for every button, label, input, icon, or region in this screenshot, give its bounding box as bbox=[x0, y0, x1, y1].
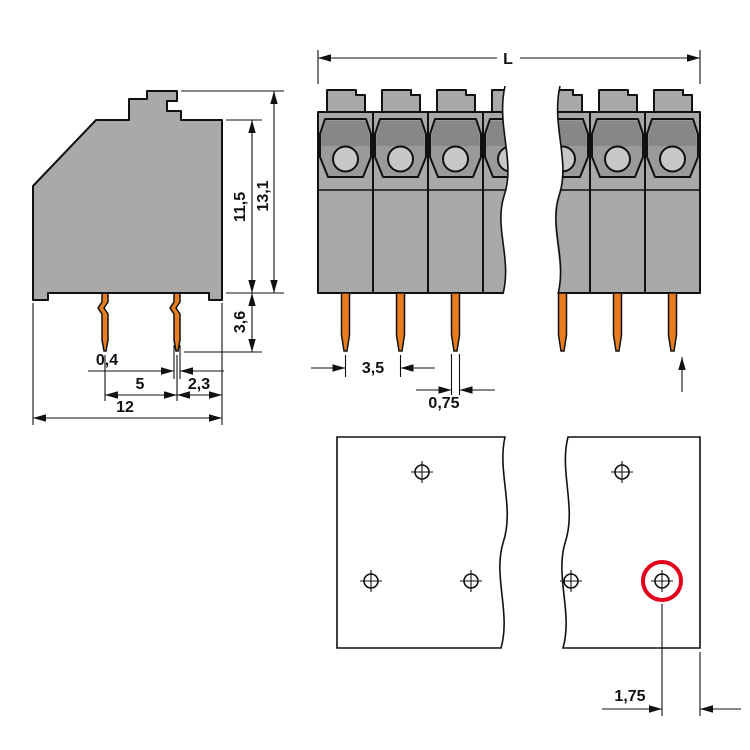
pcb-panel-right bbox=[561, 436, 701, 649]
dim-body-height: 11,5 bbox=[232, 192, 249, 222]
drill-hole bbox=[459, 569, 483, 593]
terminal-module bbox=[317, 89, 374, 294]
terminal-body-side bbox=[32, 90, 223, 301]
tear-edge-right bbox=[555, 85, 564, 295]
dim-length: L bbox=[503, 51, 513, 68]
solder-pin bbox=[612, 292, 623, 352]
solder-pin bbox=[395, 292, 406, 352]
tear-edge-left bbox=[500, 85, 509, 295]
dim-edge-distance: 1,75 bbox=[614, 688, 645, 705]
dim-total-height: 13,1 bbox=[255, 180, 272, 211]
solder-pin bbox=[340, 292, 351, 352]
dim-total-width: 12 bbox=[116, 399, 134, 416]
dim-front-pitch: 3,5 bbox=[362, 360, 384, 377]
dim-pin-length: 3,6 bbox=[232, 311, 249, 333]
drilling-plan: 1,75 bbox=[336, 436, 741, 716]
dim-edge-offset: 2,3 bbox=[188, 376, 210, 393]
drill-hole bbox=[359, 569, 383, 593]
side-view: 11,5 13,1 3,6 0,4 5 2,3 12 bbox=[32, 90, 284, 425]
dim-pitch: 5 bbox=[136, 376, 145, 393]
terminal-module bbox=[427, 89, 484, 294]
dim-pin-width: 0,4 bbox=[96, 352, 118, 369]
solder-pin bbox=[557, 292, 568, 352]
highlight-circle bbox=[641, 560, 683, 602]
solder-pin bbox=[97, 292, 109, 352]
drill-hole bbox=[650, 569, 674, 593]
terminal-module bbox=[589, 89, 646, 294]
terminal-module bbox=[644, 89, 701, 294]
break-tear bbox=[500, 84, 563, 358]
solder-pin bbox=[667, 292, 678, 352]
dim-front-pin-width: 0,75 bbox=[428, 395, 459, 412]
front-view: L 3,5 0,75 bbox=[311, 50, 701, 412]
pcb-panel-left bbox=[336, 436, 509, 649]
solder-pin bbox=[450, 292, 461, 352]
drill-hole bbox=[610, 460, 634, 484]
drill-hole bbox=[410, 460, 434, 484]
solder-pin bbox=[169, 292, 181, 352]
terminal-module bbox=[372, 89, 429, 294]
